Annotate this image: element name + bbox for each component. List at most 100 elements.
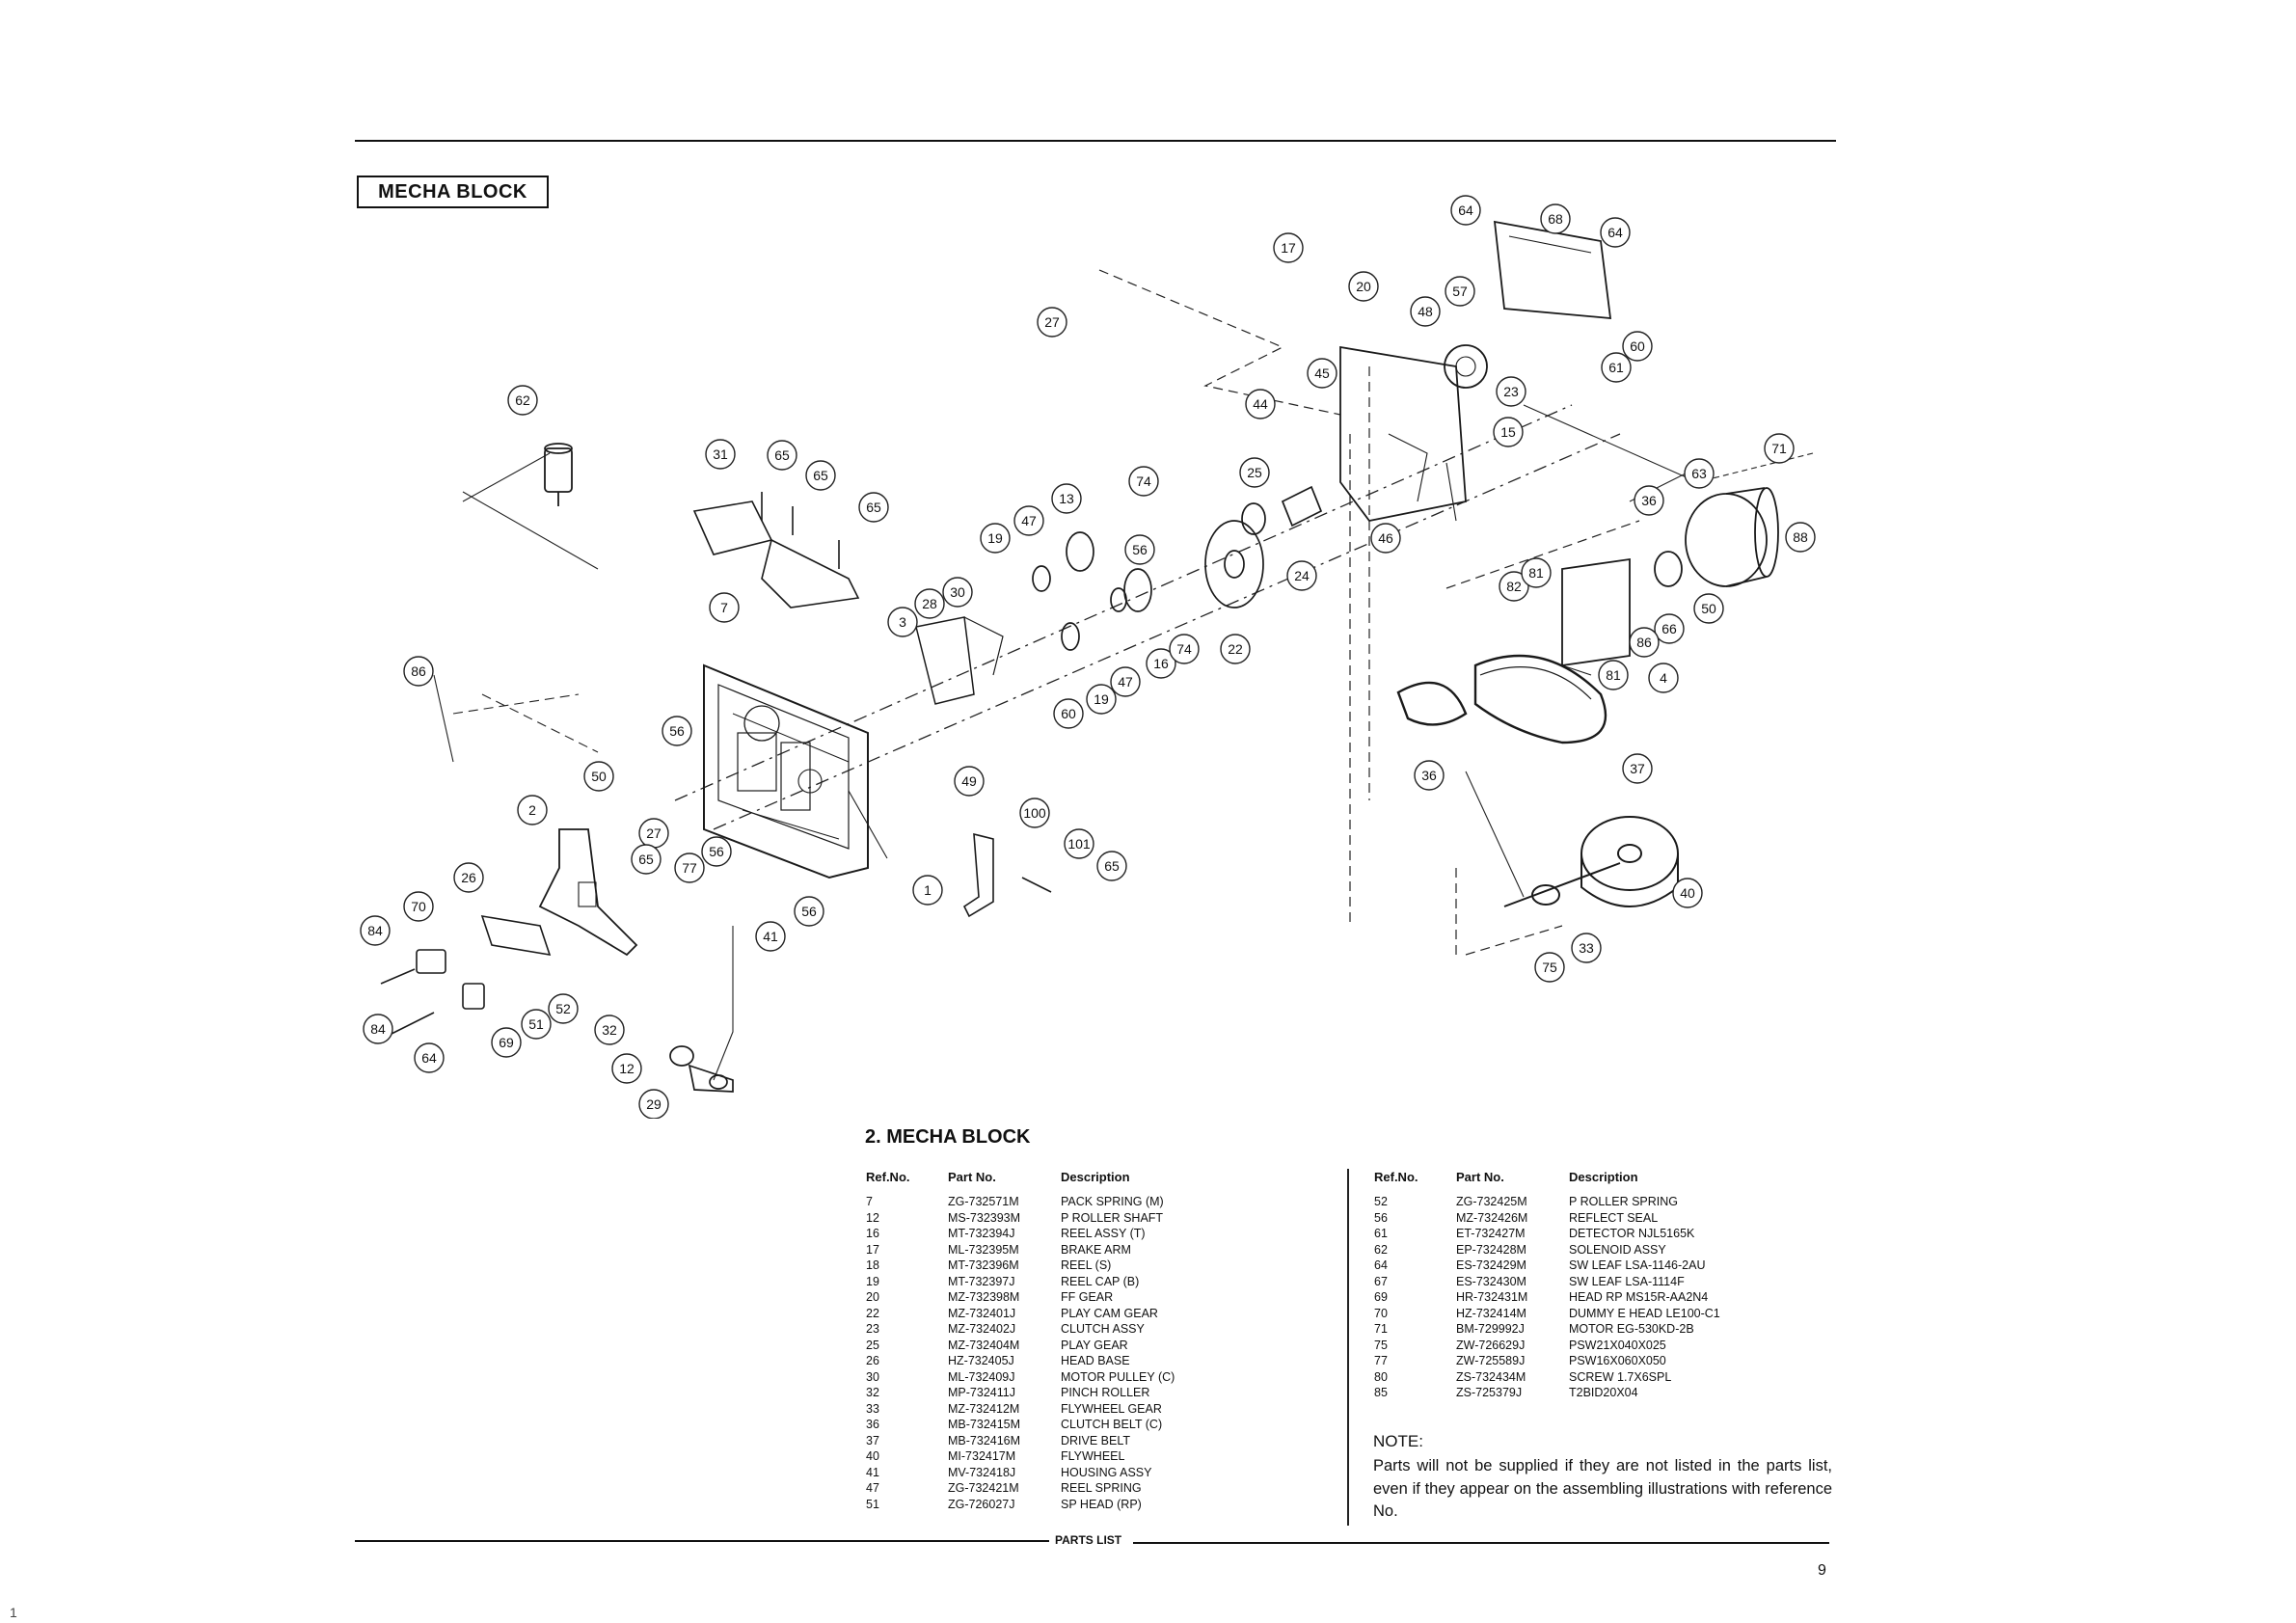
callout-60: 60 <box>1622 331 1653 362</box>
svg-text:71: 71 <box>1771 441 1787 456</box>
svg-text:69: 69 <box>499 1035 514 1050</box>
callout-68: 68 <box>1540 203 1571 234</box>
svg-text:27: 27 <box>1044 314 1060 330</box>
callout-37: 37 <box>1622 753 1653 784</box>
top-rule <box>355 140 1836 142</box>
col-part-header: Part No. <box>1456 1170 1504 1184</box>
svg-text:61: 61 <box>1608 360 1624 375</box>
svg-text:81: 81 <box>1606 667 1621 683</box>
callout-41: 41 <box>755 921 786 952</box>
callout-12: 12 <box>611 1053 642 1084</box>
callout-36: 36 <box>1414 760 1445 791</box>
callout-33: 33 <box>1571 933 1602 963</box>
callout-82: 82 <box>1499 571 1529 602</box>
callout-57: 57 <box>1445 276 1475 307</box>
svg-text:81: 81 <box>1528 565 1544 581</box>
svg-text:47: 47 <box>1118 674 1133 690</box>
callout-65: 65 <box>805 460 836 491</box>
svg-text:28: 28 <box>922 596 937 611</box>
callout-86: 86 <box>1629 627 1660 658</box>
svg-text:27: 27 <box>646 825 662 841</box>
callout-52: 52 <box>548 993 579 1024</box>
callout-86: 86 <box>403 656 434 687</box>
svg-text:84: 84 <box>367 923 383 938</box>
callout-4: 4 <box>1648 663 1679 693</box>
callout-19: 19 <box>980 523 1011 554</box>
parts-column-divider <box>1347 1169 1349 1526</box>
svg-text:68: 68 <box>1548 211 1563 227</box>
svg-text:56: 56 <box>801 904 817 919</box>
callout-56: 56 <box>794 896 824 927</box>
parts-list-footer-label: PARTS LIST <box>1051 1533 1126 1547</box>
col-ref-header: Ref.No. <box>1374 1170 1418 1184</box>
svg-text:19: 19 <box>987 530 1003 546</box>
svg-text:1: 1 <box>924 882 932 898</box>
svg-text:13: 13 <box>1059 491 1074 506</box>
callout-32: 32 <box>594 1014 625 1045</box>
svg-text:41: 41 <box>763 929 778 944</box>
callout-47: 47 <box>1110 666 1141 697</box>
svg-text:70: 70 <box>411 899 426 914</box>
callout-15: 15 <box>1493 417 1524 447</box>
callout-65: 65 <box>631 844 662 875</box>
svg-text:74: 74 <box>1176 641 1192 657</box>
callout-65: 65 <box>858 492 889 523</box>
svg-text:101: 101 <box>1067 836 1091 852</box>
svg-text:56: 56 <box>1132 542 1148 557</box>
callout-44: 44 <box>1245 389 1276 419</box>
callout-64: 64 <box>1600 217 1631 248</box>
callout-2: 2 <box>517 795 548 825</box>
svg-text:23: 23 <box>1503 384 1519 399</box>
svg-text:25: 25 <box>1247 465 1262 480</box>
svg-text:62: 62 <box>515 392 530 408</box>
svg-text:19: 19 <box>1094 691 1109 707</box>
svg-text:56: 56 <box>669 723 685 739</box>
svg-text:65: 65 <box>774 447 790 463</box>
callout-13: 13 <box>1051 483 1082 514</box>
svg-text:7: 7 <box>720 600 728 615</box>
callout-84: 84 <box>363 1014 393 1044</box>
svg-text:82: 82 <box>1506 579 1522 594</box>
svg-text:77: 77 <box>682 860 697 876</box>
svg-text:51: 51 <box>528 1016 544 1032</box>
callout-64: 64 <box>414 1042 445 1073</box>
callout-69: 69 <box>491 1027 522 1058</box>
svg-text:66: 66 <box>1661 621 1677 636</box>
svg-text:56: 56 <box>709 844 724 859</box>
parts-list-section-title: 2. MECHA BLOCK <box>865 1126 1031 1148</box>
callout-74: 74 <box>1169 634 1200 664</box>
callout-45: 45 <box>1307 358 1337 389</box>
svg-text:65: 65 <box>1104 858 1120 874</box>
page-number: 9 <box>1818 1562 1826 1579</box>
callout-22: 22 <box>1220 634 1251 664</box>
callout-60: 60 <box>1053 698 1084 729</box>
callout-40: 40 <box>1672 878 1703 908</box>
callout-56: 56 <box>662 716 692 746</box>
callout-16: 16 <box>1146 648 1176 679</box>
svg-text:63: 63 <box>1691 466 1707 481</box>
mecha-block-title: MECHA BLOCK <box>357 176 549 208</box>
svg-text:17: 17 <box>1281 240 1296 256</box>
svg-text:44: 44 <box>1253 396 1268 412</box>
callout-26: 26 <box>453 862 484 893</box>
callout-77: 77 <box>674 852 705 883</box>
